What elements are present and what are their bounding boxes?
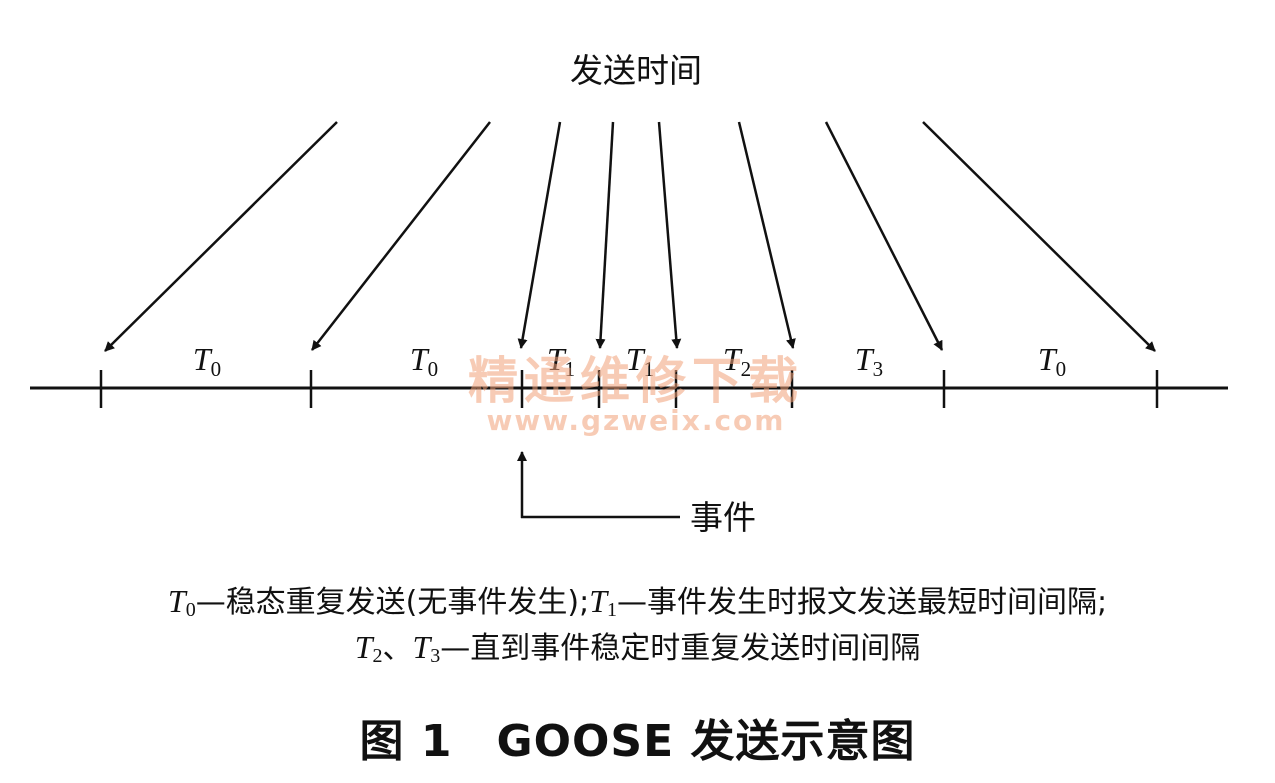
send-arrow-4 xyxy=(595,121,615,349)
event-indicator: 事件 xyxy=(517,451,756,537)
interval-label: T0 xyxy=(193,341,221,381)
interval-labels: T0 T0 T1 T1 T2 T3 T0 xyxy=(193,341,1066,381)
legend-t3-sub: 3 xyxy=(430,645,441,667)
legend-t1-symbol: T xyxy=(589,583,607,619)
watermark: 精通维修下载 www.gzweix.com xyxy=(468,352,804,437)
send-arrow-8 xyxy=(922,121,1156,352)
event-label: 事件 xyxy=(690,498,756,537)
interval-label: T2 xyxy=(723,341,751,381)
watermark-url: www.gzweix.com xyxy=(487,404,786,437)
legend-t2-t3-desc: —直到事件稳定时重复发送时间间隔 xyxy=(440,631,921,666)
interval-label: T0 xyxy=(1038,341,1066,381)
legend-t0-symbol: T xyxy=(167,583,186,619)
send-arrow-1 xyxy=(104,121,338,352)
send-arrow-6 xyxy=(737,121,796,349)
send-arrow-5 xyxy=(657,121,682,349)
interval-label: T3 xyxy=(855,341,883,381)
interval-label: T0 xyxy=(410,341,438,381)
watermark-title: 精通维修下载 xyxy=(468,352,804,410)
legend-t3-symbol: T xyxy=(412,629,431,665)
axis-ticks xyxy=(99,370,1159,408)
legend-t2-sub: 2 xyxy=(372,645,383,667)
send-arrow-7 xyxy=(824,121,944,351)
interval-label: T1 xyxy=(547,341,575,381)
send-arrows xyxy=(104,121,1156,352)
figure-number: 图 1 xyxy=(359,716,453,767)
send-arrow-2 xyxy=(311,121,491,351)
interval-label: T1 xyxy=(626,341,654,381)
legend-line-2: T2、T3—直到事件稳定时重复发送时间间隔 xyxy=(0,623,1275,668)
figure-title: 图 1 GOOSE 发送示意图 xyxy=(0,705,1275,769)
legend-t0-sub: 0 xyxy=(185,599,196,621)
legend-t1-sub: 1 xyxy=(607,599,617,621)
legend-line-1: T0—稳态重复发送(无事件发生);T1—事件发生时报文发送最短时间间隔; xyxy=(0,577,1275,622)
legend-separator: 、 xyxy=(382,631,413,666)
legend-t0-desc: —稳态重复发送(无事件发生); xyxy=(195,585,590,620)
figure-title-text: GOOSE 发送示意图 xyxy=(496,716,916,767)
legend-t1-desc: —事件发生时报文发送最短时间间隔; xyxy=(617,585,1108,620)
legend-t2-symbol: T xyxy=(354,629,373,665)
send-arrow-3 xyxy=(517,121,562,349)
send-time-label: 发送时间 xyxy=(570,51,702,90)
